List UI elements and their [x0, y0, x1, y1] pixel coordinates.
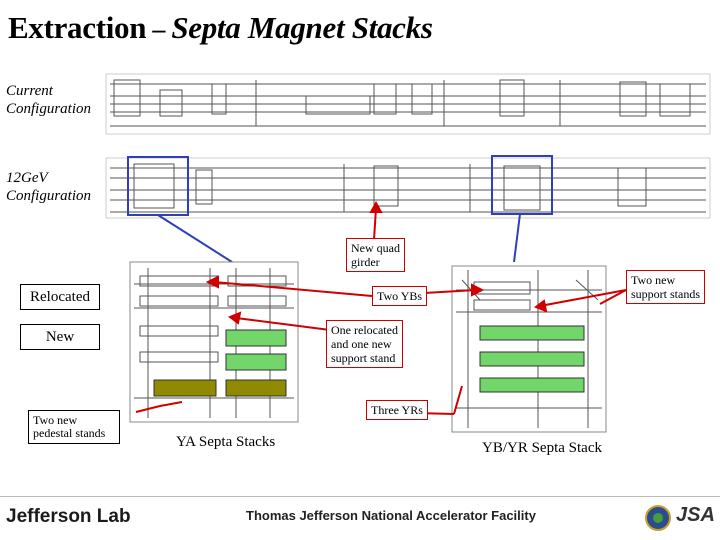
yb-highlight-box: [491, 155, 553, 215]
new-magnet-1: [225, 329, 287, 347]
doe-seal-icon: [645, 505, 671, 531]
yb-septa-detail: [451, 265, 607, 433]
relocated-label: Relocated: [20, 284, 100, 310]
title-part2: Septa Magnet Stacks: [171, 10, 433, 45]
jefferson-lab-logo: Jefferson Lab: [6, 506, 131, 527]
ya-caption: YA Septa Stacks: [176, 434, 276, 450]
slide-title: Extraction – Septa Magnet Stacks: [8, 10, 433, 46]
callout-two-ybs: Two YBs: [372, 286, 428, 306]
ya-highlight-box: [127, 156, 189, 216]
callout-one-relocated: One relocated and one new support stand: [326, 320, 403, 368]
footer-bar: [0, 496, 720, 540]
yr-magnet-2: [479, 351, 585, 367]
yr-magnet-3: [479, 377, 585, 393]
callout-two-new-support: Two new support stands: [626, 270, 705, 304]
relocated-magnet-2: [225, 379, 287, 397]
yb-caption: YB/YR Septa Stack: [482, 440, 602, 456]
new-magnet-2: [225, 353, 287, 371]
relocated-magnet: [153, 379, 217, 397]
new-label: New: [20, 324, 100, 350]
callout-three-yrs: Three YRs: [366, 400, 428, 420]
title-part1: Extraction: [8, 10, 147, 45]
ya-zoom-line: [157, 214, 233, 263]
facility-name: Thomas Jefferson National Accelerator Fa…: [246, 508, 536, 523]
septa-drawing: [105, 73, 711, 433]
jsa-logo-icon: JSA: [676, 504, 715, 526]
two-new-pedestal-label: Two new pedestal stands: [28, 410, 120, 444]
title-dash: –: [146, 15, 172, 44]
callout-new-quad-girder: New quad girder: [346, 238, 405, 272]
current-config-label: Current Configuration: [6, 83, 92, 117]
yr-magnet-1: [479, 325, 585, 341]
current-beamline-drawing: [105, 73, 711, 135]
future-beamline-drawing: [105, 157, 711, 219]
ya-septa-detail: [129, 261, 299, 423]
yb-zoom-line: [513, 213, 521, 263]
future-config-label: 12GeV Configuration: [6, 170, 92, 204]
